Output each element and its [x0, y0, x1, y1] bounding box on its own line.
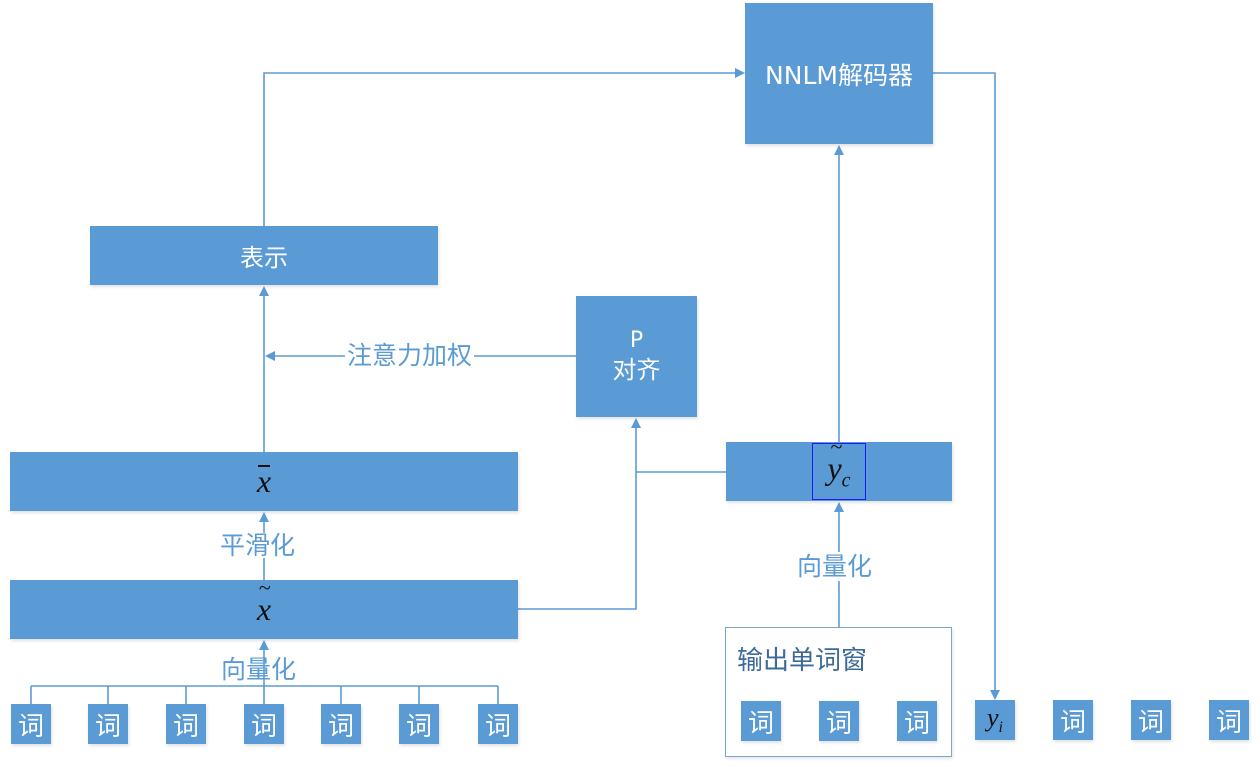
y-tilde-c-layer: ~ yc — [726, 434, 952, 501]
input-word: 词 — [88, 704, 128, 744]
overline-accent — [257, 465, 271, 467]
input-word: 词 — [399, 704, 439, 744]
tilde-accent: ~ — [258, 575, 271, 600]
output-window-title: 输出单词窗 — [737, 646, 868, 676]
input-word: 词 — [11, 704, 51, 744]
x-bar-layer: x — [10, 452, 518, 511]
y-tilde-c-symbol: ~ yc — [827, 434, 851, 492]
x-tilde-layer: ~ x — [10, 575, 518, 639]
window-word: 词 — [741, 701, 781, 741]
vectorize-input-label: 向量化 — [221, 655, 297, 684]
arrow-representation-to-decoder — [263, 68, 745, 226]
y-tilde-c-highlight: ~ yc — [812, 434, 866, 500]
output-current-yi: yi — [975, 700, 1015, 740]
input-word: 词 — [166, 704, 206, 744]
vectorize-output-label: 向量化 — [797, 552, 873, 581]
tilde-accent: ~ — [830, 434, 843, 460]
x-bar-symbol: x — [256, 463, 272, 499]
output-word-window: 输出单词窗 词 词 词 — [725, 627, 952, 757]
arrow-decoder-to-yi — [933, 72, 1000, 700]
output-following-word: 词 — [1131, 700, 1171, 740]
arrow-xtilde-to-alignment — [518, 418, 641, 610]
input-word: 词 — [244, 704, 284, 744]
decoder-label: NNLM解码器 — [765, 60, 913, 90]
alignment-box: P 对齐 — [576, 296, 697, 417]
attention-weighting-label: 注意力加权 — [345, 341, 475, 370]
input-word: 词 — [321, 704, 361, 744]
output-following-word: 词 — [1053, 700, 1093, 740]
smoothing-label: 平滑化 — [220, 531, 296, 560]
alignment-label: 对齐 — [612, 356, 661, 385]
input-word: 词 — [478, 704, 518, 744]
representation-label: 表示 — [240, 244, 288, 272]
window-word: 词 — [819, 701, 859, 741]
nnlm-decoder-box: NNLM解码器 — [745, 3, 933, 144]
window-word: 词 — [897, 701, 937, 741]
output-following-word: 词 — [1209, 700, 1249, 740]
alignment-p-label: P — [629, 327, 644, 353]
representation-box: 表示 — [90, 226, 438, 285]
x-tilde-symbol: ~ x — [256, 575, 272, 627]
